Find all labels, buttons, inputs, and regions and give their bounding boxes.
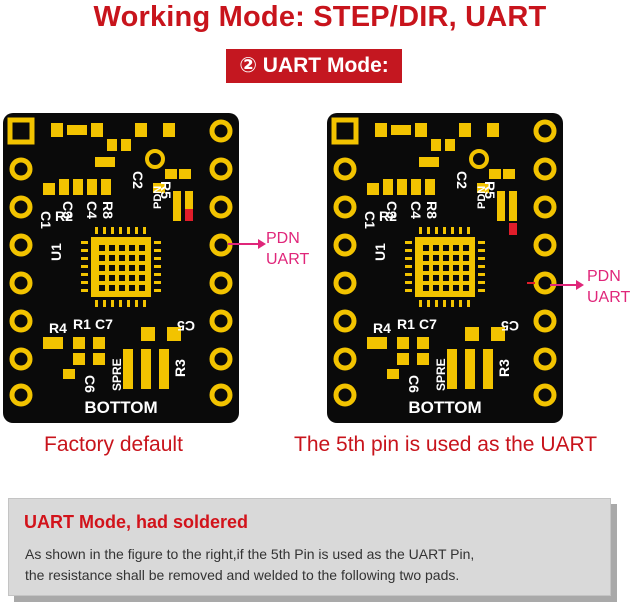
note-line-2: the resistance shall be removed and weld… bbox=[25, 567, 460, 583]
note-line-1: As shown in the figure to the right,if t… bbox=[25, 546, 475, 562]
label-r8: R8 bbox=[424, 201, 440, 219]
label-u1: U1 bbox=[372, 243, 388, 261]
label-r5: R5 bbox=[158, 181, 174, 199]
label-pdn: PDN bbox=[152, 186, 164, 209]
mid-left-pads bbox=[43, 179, 165, 195]
marker-red bbox=[185, 209, 193, 221]
callout-line1: PDN bbox=[266, 230, 300, 247]
label-spre: SPRE bbox=[110, 358, 124, 391]
label-r8: R8 bbox=[100, 201, 116, 219]
right-pin-header bbox=[533, 119, 557, 407]
pcb-board-factory-default: C1 C3 C4 R8 R5 C2 R2 PDN U1 R4 R1 C7 C5 … bbox=[3, 113, 239, 423]
via-pad bbox=[145, 149, 165, 169]
note-title: UART Mode, had soldered bbox=[24, 512, 249, 532]
callout-line2: UART bbox=[587, 289, 631, 306]
label-c1: C1 bbox=[38, 211, 54, 229]
label-u1: U1 bbox=[48, 243, 64, 261]
lower-pads bbox=[367, 327, 505, 389]
pin-square bbox=[7, 117, 35, 145]
label-r4: R4 bbox=[49, 320, 67, 336]
label-c6: C6 bbox=[406, 375, 422, 393]
label-pdn: PDN bbox=[476, 186, 488, 209]
label-bottom: BOTTOM bbox=[84, 398, 157, 417]
label-c3: C3 bbox=[384, 201, 400, 219]
caption-factory-default: Factory default bbox=[44, 433, 183, 456]
callout-pdn-right: PDN UART bbox=[587, 266, 630, 308]
label-c7: C7 bbox=[95, 316, 113, 332]
note-body: As shown in the figure to the right,if t… bbox=[25, 544, 605, 586]
callout-line2: UART bbox=[266, 251, 310, 268]
label-r1: R1 bbox=[73, 316, 91, 332]
pcb-board-uart-modified: C1 C3 C4 R8 R5 C2 R2 PDN U1 R4 R1 C7 C5 … bbox=[327, 113, 563, 423]
label-r3: R3 bbox=[496, 359, 512, 377]
marker-red bbox=[509, 223, 517, 235]
label-r5: R5 bbox=[482, 181, 498, 199]
right-pin-header bbox=[209, 119, 233, 407]
label-spre: SPRE bbox=[434, 358, 448, 391]
r5-bottom-pad bbox=[509, 191, 517, 221]
label-r1: R1 bbox=[397, 316, 415, 332]
callout-arrow-left bbox=[228, 239, 266, 249]
top-pads bbox=[51, 123, 191, 179]
via-pad bbox=[469, 149, 489, 169]
caption-uart-pin: The 5th pin is used as the UART bbox=[294, 433, 598, 456]
pin-square bbox=[331, 117, 359, 145]
callout-pdn-left: PDN UART bbox=[266, 228, 309, 270]
lower-pads bbox=[43, 327, 181, 389]
label-c2: C2 bbox=[454, 171, 470, 189]
left-pin-header bbox=[7, 117, 35, 407]
callout-arrow-right bbox=[550, 280, 584, 290]
r5-bottom-pad bbox=[185, 191, 193, 221]
chip-u1 bbox=[405, 227, 485, 307]
label-bottom: BOTTOM bbox=[408, 398, 481, 417]
label-c1: C1 bbox=[362, 211, 378, 229]
label-c4: C4 bbox=[408, 201, 424, 219]
label-r2: R2 bbox=[379, 208, 397, 224]
label-c3: C3 bbox=[60, 201, 76, 219]
label-r3: R3 bbox=[172, 359, 188, 377]
r5-top-pad bbox=[173, 191, 181, 221]
label-r4: R4 bbox=[373, 320, 391, 336]
mid-left-pads bbox=[367, 179, 489, 195]
top-pads bbox=[375, 123, 515, 179]
mode-subtitle-badge: ② UART Mode: bbox=[226, 49, 402, 83]
left-pin-header bbox=[331, 117, 359, 407]
label-c2: C2 bbox=[130, 171, 146, 189]
label-c5: C5 bbox=[501, 318, 519, 334]
callout-line1: PDN bbox=[587, 268, 621, 285]
label-c7: C7 bbox=[419, 316, 437, 332]
label-r2: R2 bbox=[55, 208, 73, 224]
r5-top-pad bbox=[497, 191, 505, 221]
page-title: Working Mode: STEP/DIR, UART bbox=[93, 1, 547, 33]
label-c6: C6 bbox=[82, 375, 98, 393]
chip-u1 bbox=[81, 227, 161, 307]
note-panel: UART Mode, had soldered As shown in the … bbox=[8, 498, 611, 596]
label-c5: C5 bbox=[177, 318, 195, 334]
label-c4: C4 bbox=[84, 201, 100, 219]
